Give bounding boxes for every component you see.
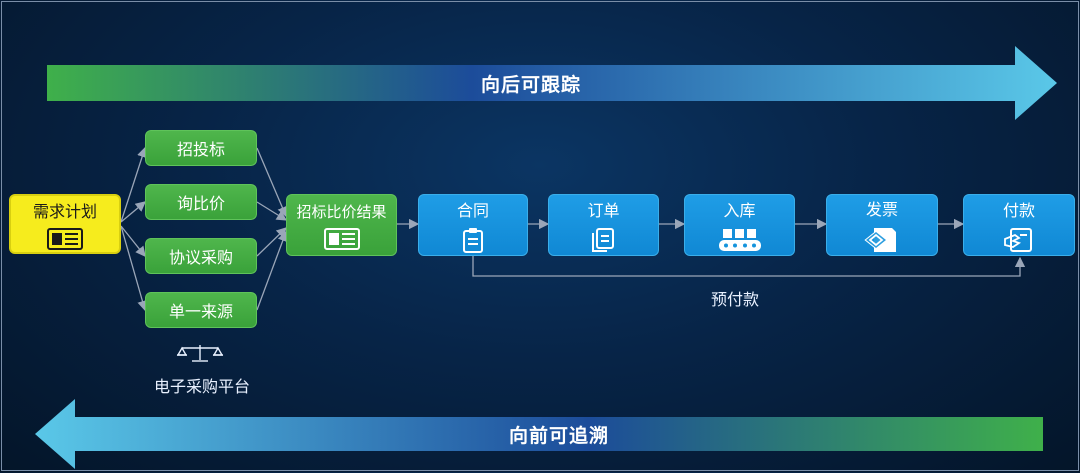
demand-plan-box[interactable]: 需求计划 — [9, 194, 121, 254]
flow-label: 入库 — [723, 201, 756, 220]
conveyor-icon — [718, 229, 761, 251]
backward-trace-arrow: 向前可追溯 — [35, 399, 1045, 469]
flow-label: 合同 — [456, 201, 489, 220]
forward-trace-arrow: 向后可跟踪 — [47, 46, 1057, 120]
method-single-source-box[interactable]: 单一来源 — [145, 292, 257, 328]
flow-label: 发票 — [865, 200, 898, 219]
platform-label: 电子采购平台 — [153, 377, 250, 396]
backward-arrow-label: 向前可追溯 — [508, 424, 609, 447]
method-label: 招投标 — [176, 140, 225, 159]
method-label: 单一来源 — [168, 302, 233, 321]
result-label: 招标比价结果 — [296, 202, 387, 221]
flow-label: 付款 — [1002, 201, 1035, 220]
warehouse-in-box[interactable]: 入库 — [684, 194, 795, 256]
order-box[interactable]: 订单 — [548, 194, 659, 256]
flow-label: 订单 — [587, 201, 620, 220]
method-price-comparison-box[interactable]: 询比价 — [145, 184, 257, 220]
forward-arrow-shape — [47, 46, 1057, 120]
document-icon — [323, 227, 360, 250]
pages-icon — [591, 228, 614, 252]
invoice-box[interactable]: 发票 — [826, 194, 938, 256]
document-icon — [47, 228, 83, 250]
payment-box[interactable]: 付款 — [963, 194, 1075, 256]
contract-box[interactable]: 合同 — [418, 194, 528, 256]
method-bidding-box[interactable]: 招投标 — [145, 130, 257, 166]
prepayment-label: 预付款 — [710, 290, 759, 309]
method-label: 协议采购 — [168, 248, 233, 267]
invoice-icon — [864, 228, 896, 252]
scale-icon — [176, 345, 224, 362]
clipboard-icon — [463, 228, 483, 253]
forward-arrow-label: 向后可跟踪 — [480, 73, 581, 96]
payment-icon — [1004, 228, 1032, 252]
backward-arrow-shape — [35, 399, 1043, 469]
method-label: 询比价 — [176, 194, 225, 213]
method-agreement-purchase-box[interactable]: 协议采购 — [145, 238, 257, 274]
demand-plan-label: 需求计划 — [32, 202, 97, 221]
bidding-result-box[interactable]: 招标比价结果 — [286, 194, 397, 256]
